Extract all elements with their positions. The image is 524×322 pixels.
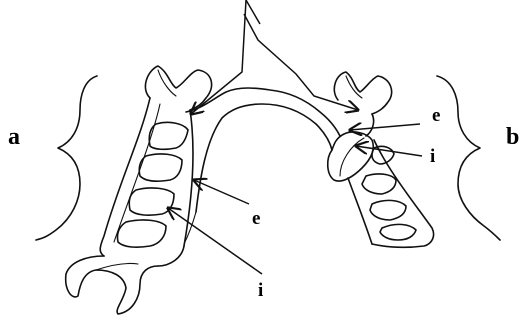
left-brace xyxy=(36,76,97,240)
arrow-e-right xyxy=(350,124,420,130)
label-i-left: i xyxy=(258,280,263,301)
top-leader-fork xyxy=(244,14,358,110)
label-b: b xyxy=(506,124,519,150)
label-e-left: e xyxy=(252,208,260,229)
label-i-right: i xyxy=(430,146,435,167)
arrow-e-left xyxy=(194,180,249,204)
right-brace xyxy=(437,76,500,240)
arrow-i-left xyxy=(168,208,262,274)
left-framework xyxy=(66,66,212,314)
label-e-right: e xyxy=(432,105,440,126)
major-connector xyxy=(184,88,340,244)
label-a: a xyxy=(8,124,20,150)
right-framework xyxy=(328,72,434,247)
